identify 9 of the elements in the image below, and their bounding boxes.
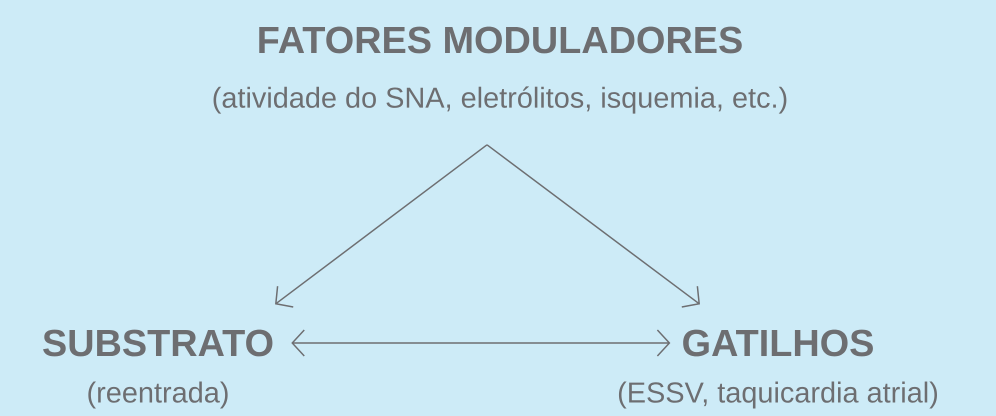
node-subtitle: (ESSV, taquicardia atrial) bbox=[618, 382, 937, 408]
node-title: GATILHOS bbox=[683, 330, 873, 356]
arrow bbox=[291, 330, 670, 356]
arrow bbox=[486, 144, 700, 308]
node-title: FATORES MODULADORES bbox=[259, 26, 742, 54]
node-subtitle: (reentrada) bbox=[88, 382, 228, 408]
arrow bbox=[275, 144, 488, 308]
node-title: SUBSTRATO bbox=[43, 330, 272, 356]
node-subtitle: (atividade do SNA, eletrólitos, isquemia, etc.) bbox=[214, 86, 786, 114]
